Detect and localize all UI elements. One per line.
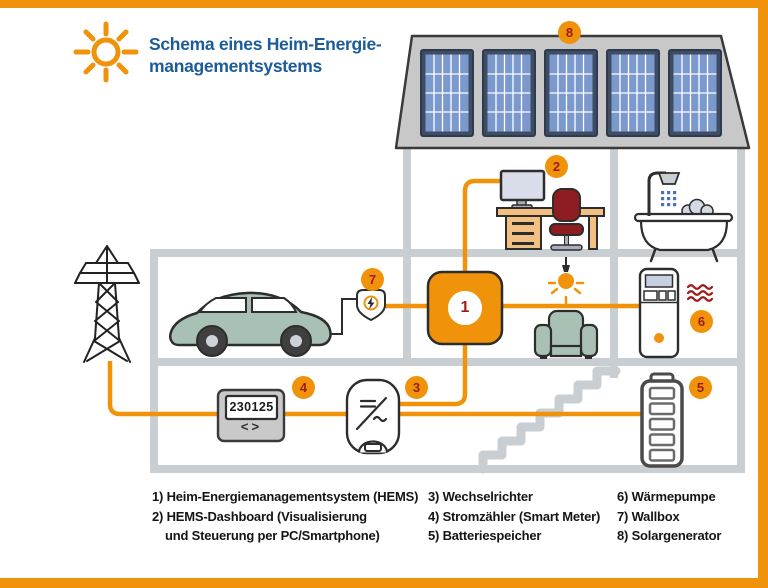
solar-panel (420, 49, 474, 137)
inverter (345, 378, 401, 455)
legend-item: 8) Solargenerator (617, 528, 722, 543)
house-structure (150, 146, 745, 473)
legend-item: 7) Wallbox (617, 508, 680, 524)
bottom-accent-bar (0, 578, 768, 588)
legend-item-continuation: und Steuerung per PC/Smartphone) (165, 528, 380, 543)
marker-dashboard: 2 (545, 155, 568, 178)
solar-panel (482, 49, 536, 137)
marker-battery: 5 (689, 376, 712, 399)
solar-panel (606, 49, 660, 137)
heat-pump-display (644, 274, 674, 288)
legend-column-3: 6) Wärmepumpe 7) Wallbox 8) Solargenerat… (617, 487, 721, 546)
armchair (533, 309, 599, 359)
marker-smart-meter: 4 (292, 376, 315, 399)
office-chair (549, 188, 584, 251)
heat-waves-icon (686, 284, 714, 302)
solar-generator (420, 49, 722, 137)
marker-solar: 8 (558, 21, 581, 44)
title-line-2: managementsystems (149, 56, 322, 76)
marker-wallbox: 7 (361, 268, 384, 291)
power-grid-tower (74, 245, 140, 363)
sun-icon (73, 21, 139, 83)
heat-pump (638, 267, 714, 359)
legend-item: 2) HEMS-Dashboard (Visualisierung (152, 508, 367, 524)
lightning-bolt-icon (367, 297, 375, 310)
title-line-1: Schema eines Heim-Energie- (149, 34, 382, 54)
marker-heat-pump: 6 (690, 310, 713, 333)
shower-pipe (647, 171, 666, 216)
page-title: Schema eines Heim-Energie- managementsys… (149, 33, 389, 77)
shower-head (657, 172, 681, 185)
desk-top (496, 207, 605, 217)
legend-item: 5) Batteriespeicher (428, 528, 542, 543)
right-accent-bar (758, 0, 768, 588)
dc-ac-symbol (355, 396, 388, 431)
hems-dashboard-desk (496, 169, 605, 251)
stairs (478, 366, 621, 474)
electric-car (169, 291, 332, 357)
marker-hems: 1 (448, 291, 482, 325)
battery-storage (640, 372, 684, 468)
monitor-screen (499, 169, 546, 202)
bathtub-shower (633, 171, 734, 263)
legend-column-2: 3) Wechselrichter 4) Stromzähler (Smart … (428, 487, 600, 546)
legend-item: 1) Heim-Energiemanagementsystem (HEMS) (152, 489, 419, 504)
top-accent-bar (0, 0, 768, 8)
legend-item: 3) Wechselrichter (428, 489, 533, 504)
car-charging-cable (322, 298, 361, 335)
solar-panel (544, 49, 598, 137)
legend-item: 4) Stromzähler (Smart Meter) (428, 508, 601, 524)
smart-meter-reading: 230125 (229, 400, 274, 414)
legend-item: 6) Wärmepumpe (617, 489, 716, 504)
marker-inverter: 3 (405, 376, 428, 399)
legend-column-1: 1) Heim-Energiemanagementsystem (HEMS) 2… (152, 487, 418, 546)
smart-meter (216, 388, 286, 443)
line-grid-to-meter (107, 361, 646, 417)
wallbox (356, 289, 386, 322)
solar-panel (668, 49, 722, 137)
smart-meter-buttons: <> (240, 419, 263, 434)
ceiling-lamp (547, 257, 585, 305)
water-drops (661, 191, 677, 207)
